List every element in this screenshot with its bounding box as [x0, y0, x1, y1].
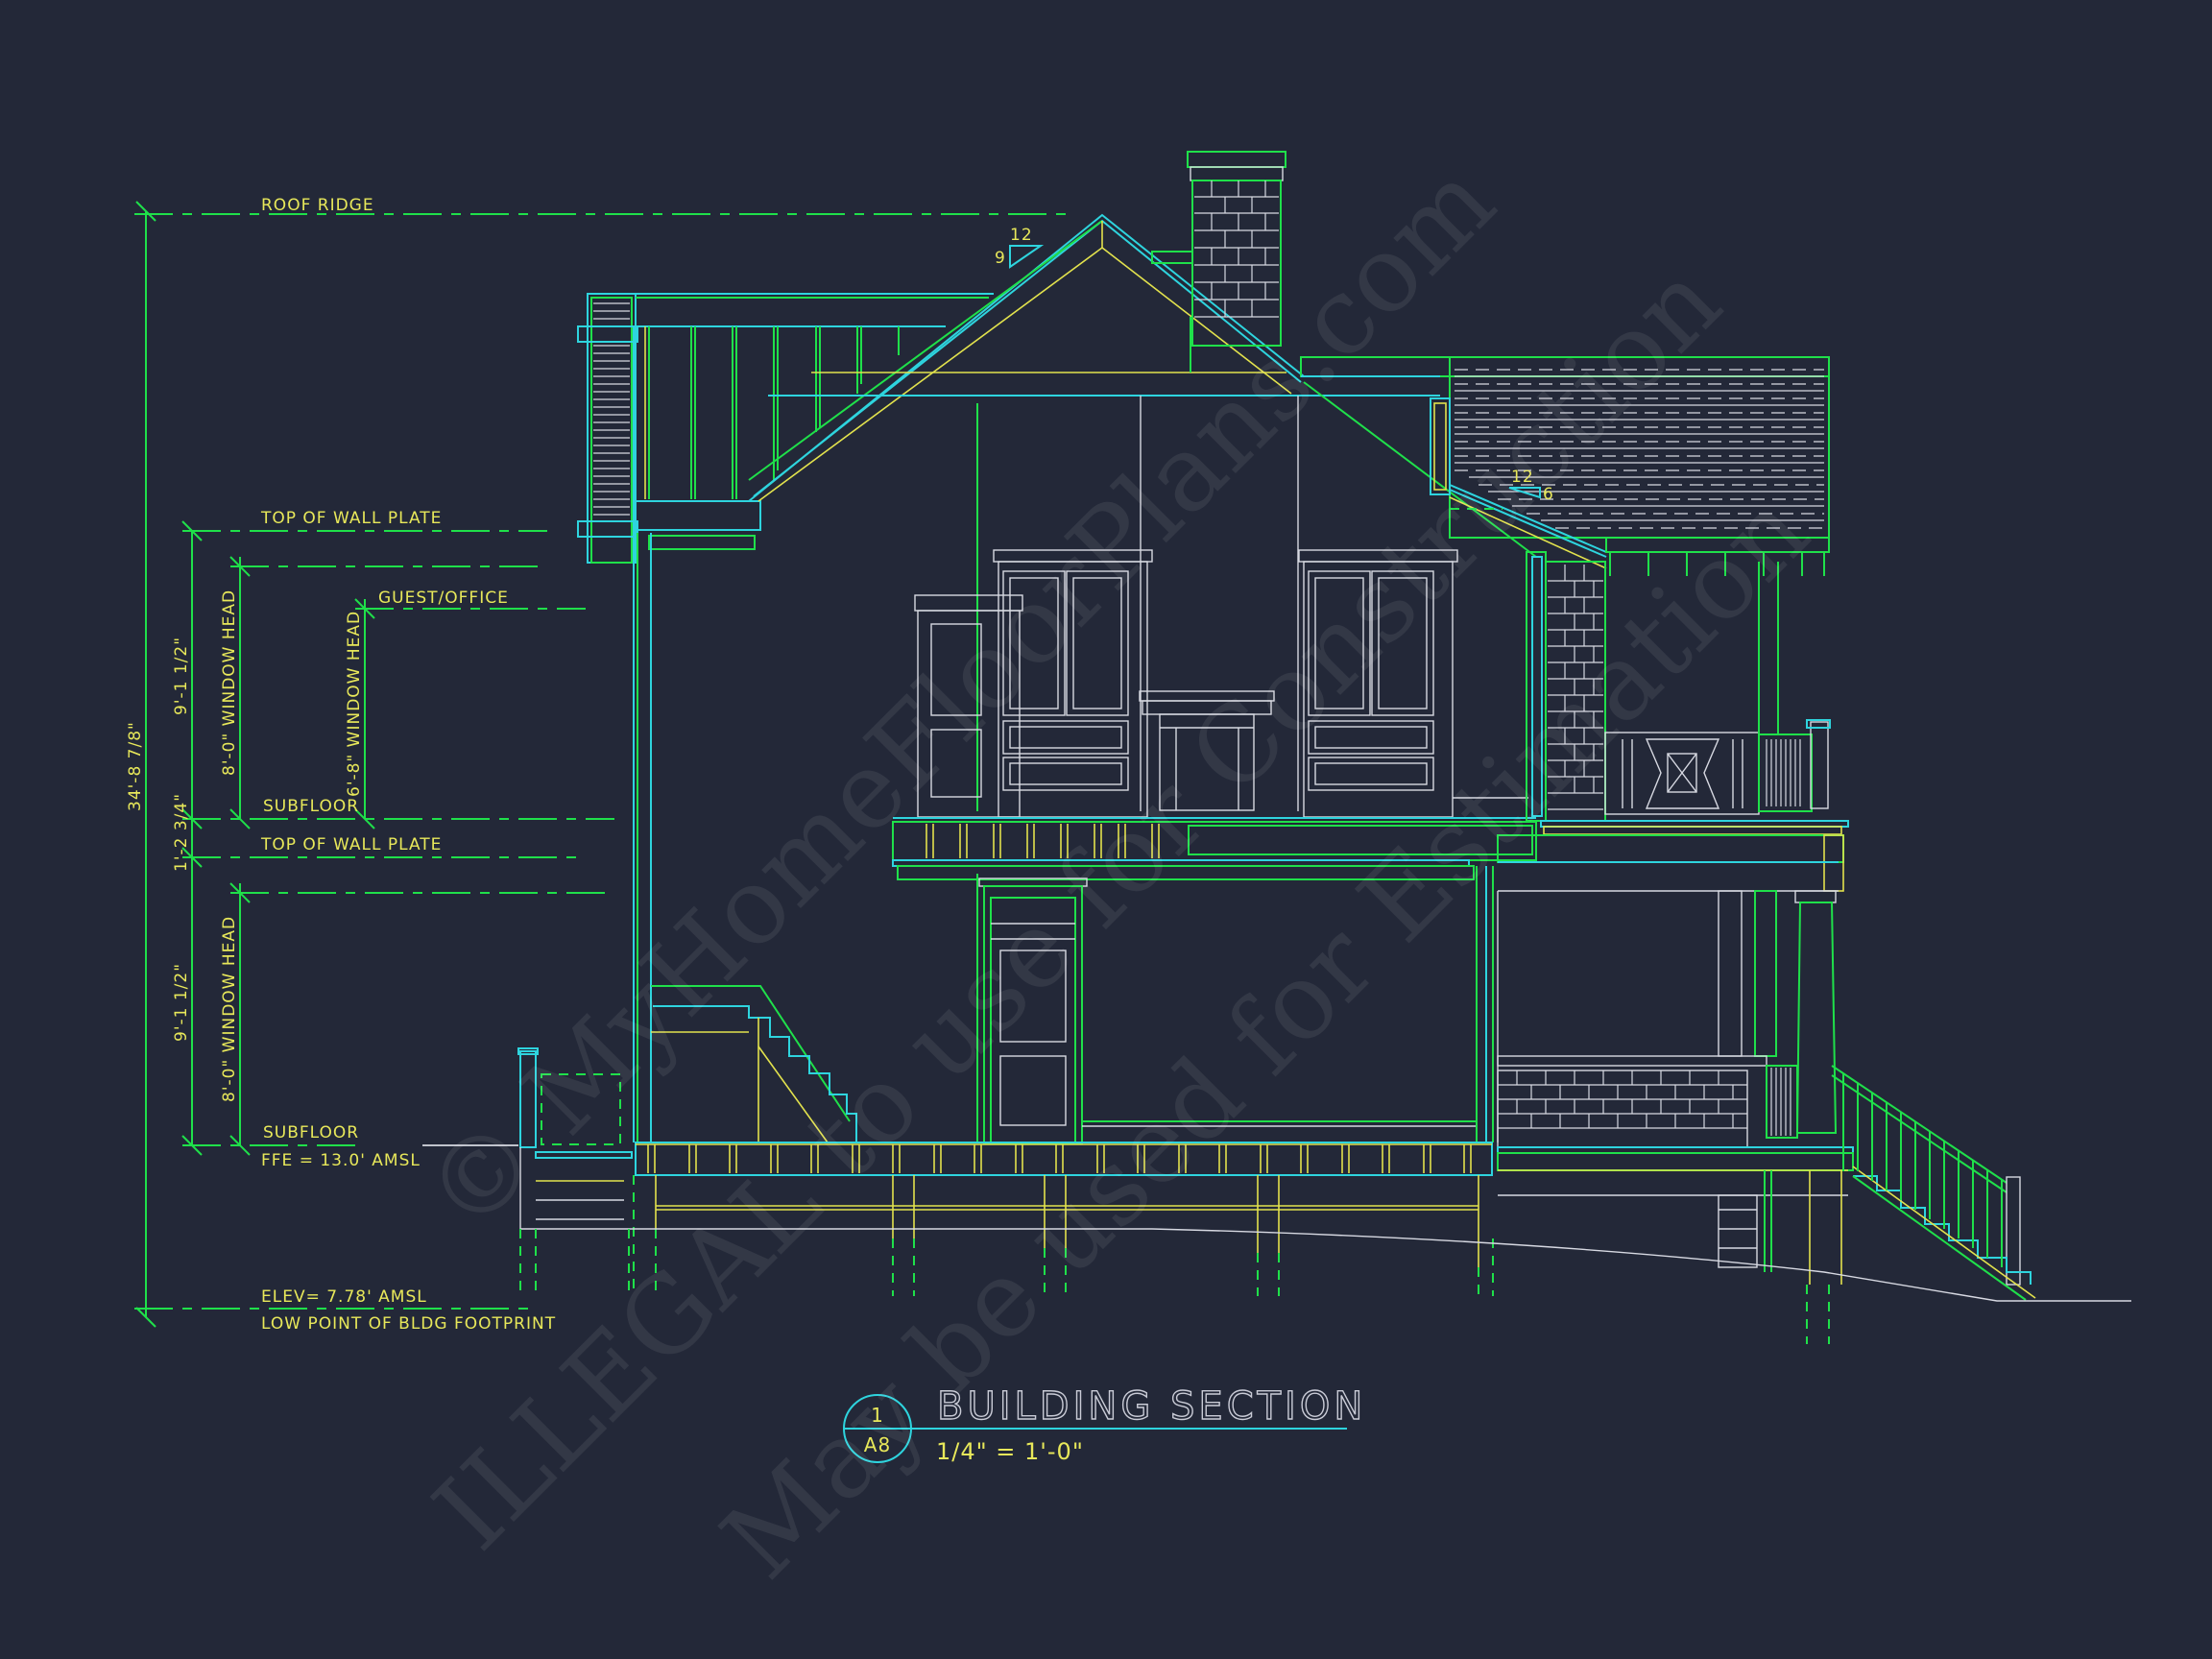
level-labels: ROOF RIDGE TOP OF WALL PLATE GUEST/OFFIC… — [126, 196, 556, 1334]
main-roof: 12 9 — [748, 213, 1537, 811]
overall-height-dim: 34'-8 7/8" — [126, 721, 145, 811]
elev-label: ELEV= 7.78' AMSL — [261, 1287, 427, 1307]
level-lines — [134, 201, 1066, 1328]
pitch-run-label-main: 12 — [1010, 226, 1033, 245]
foundation — [422, 1047, 2131, 1302]
lower-window-head-dim: 8'-0" WINDOW HEAD — [220, 916, 239, 1102]
subfloor-lower-label: SUBFLOOR — [263, 1123, 359, 1142]
title-block: 1 A8 BUILDING SECTION 1/4" = 1'-0" — [843, 1383, 1366, 1465]
pitch-run-label-porch: 12 — [1511, 468, 1534, 487]
top-wall-plate-upper-label: TOP OF WALL PLATE — [260, 509, 442, 528]
floor-depth-dim: 1'-2 3/4" — [172, 793, 191, 872]
roof-ridge-label: ROOF RIDGE — [261, 196, 374, 215]
drawing-scale: 1/4" = 1'-0" — [936, 1438, 1084, 1465]
lower-porch — [1497, 890, 2036, 1344]
balcony — [1497, 551, 1849, 892]
lower-floor — [651, 866, 1494, 1144]
pitch-rise-label-main: 9 — [995, 249, 1006, 268]
left-exterior-wall — [577, 293, 994, 1142]
sheet-number: A8 — [864, 1433, 891, 1456]
subfloor-upper-label: SUBFLOOR — [263, 797, 359, 816]
ffe-label: FFE = 13.0' AMSL — [261, 1151, 421, 1170]
detail-number: 1 — [871, 1404, 884, 1427]
lower-floor-height-dim: 9'-1 1/2" — [172, 963, 191, 1042]
guest-office-label: GUEST/OFFICE — [378, 589, 509, 608]
low-point-label: LOW POINT OF BLDG FOOTPRINT — [261, 1314, 556, 1334]
drawing-title: BUILDING SECTION — [937, 1384, 1366, 1429]
pitch-rise-label-porch: 6 — [1543, 485, 1554, 504]
top-wall-plate-lower-label: TOP OF WALL PLATE — [260, 835, 442, 854]
upper-window-head-dim: 8'-0" WINDOW HEAD — [220, 589, 239, 776]
upper-floor-system — [892, 817, 1537, 880]
upper-floor-height-dim: 9'-1 1/2" — [172, 637, 191, 715]
porch-roof: 12 6 — [1300, 356, 1830, 576]
guest-window-head-dim: 6'-8" WINDOW HEAD — [345, 611, 364, 797]
chimney — [1151, 151, 1286, 347]
